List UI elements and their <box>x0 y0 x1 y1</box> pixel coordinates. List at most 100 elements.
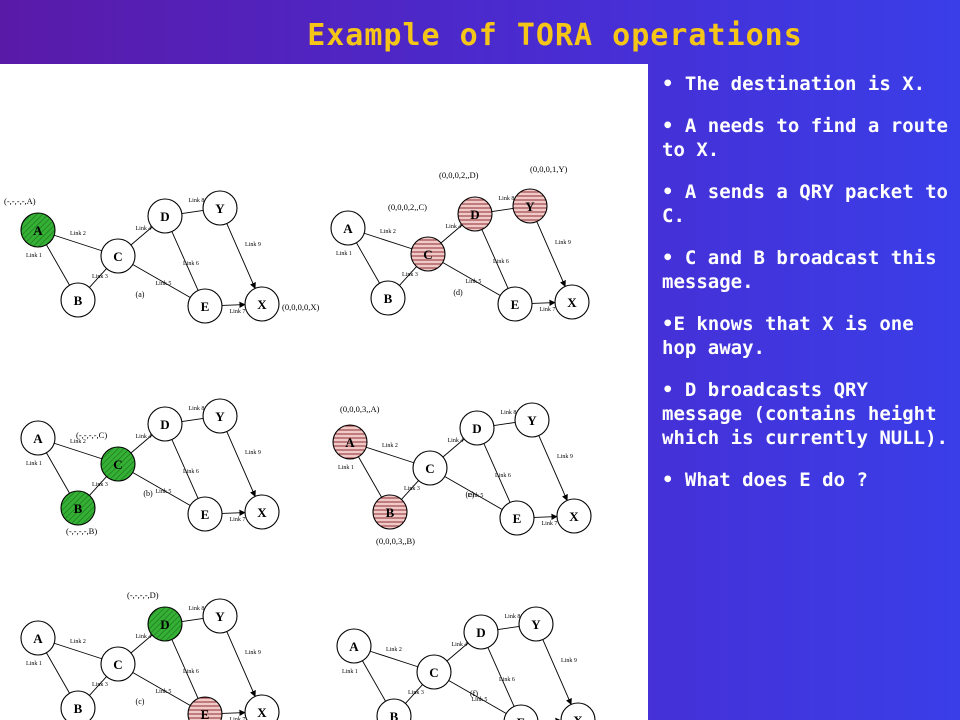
node-label: Y <box>531 617 541 632</box>
link-edge <box>171 639 199 699</box>
panel-label: (b) <box>143 489 153 498</box>
link-label: Link 2 <box>382 443 398 449</box>
slide-title: Example of TORA operations <box>307 18 803 53</box>
link-edge <box>493 422 516 426</box>
link-label: Link 3 <box>92 682 108 688</box>
link-label: Link 1 <box>338 465 354 471</box>
height-label: (-,-,-,-,D) <box>127 590 159 600</box>
link-label: Link 4 <box>448 438 464 444</box>
node-label: A <box>33 223 43 238</box>
link-label: Link 5 <box>466 279 482 285</box>
link-edge <box>171 439 199 499</box>
node-label: X <box>257 297 267 312</box>
link-edge <box>370 650 418 668</box>
link-label: Link 8 <box>189 198 205 204</box>
link-label: Link 8 <box>189 606 205 612</box>
node-label: Y <box>215 201 225 216</box>
link-label: Link 6 <box>183 261 199 267</box>
link-label: Link 7 <box>230 517 246 523</box>
link-edge <box>89 268 107 288</box>
node-label: D <box>160 209 169 224</box>
link-edge <box>221 709 246 716</box>
node-label: X <box>257 705 267 720</box>
link-edge <box>132 472 191 506</box>
link-edge <box>405 684 423 704</box>
link-label: Link 7 <box>540 307 556 313</box>
link-label: Link 4 <box>136 634 152 640</box>
node-label: E <box>513 511 522 526</box>
link-label: Link 5 <box>156 281 172 287</box>
link-edge <box>356 242 380 284</box>
node-C <box>416 654 452 690</box>
tora-figure: Link 1 Link 2 Link 3 Link 4 Link 5 Link 6 Link… <box>0 64 648 720</box>
node-C <box>100 238 136 274</box>
node-label: E <box>201 707 210 720</box>
link-edge <box>226 223 256 290</box>
node-label: B <box>74 293 83 308</box>
link-edge <box>226 431 256 498</box>
link-label: Link 6 <box>183 669 199 675</box>
node-A <box>330 210 366 246</box>
link-label: Link 5 <box>156 689 172 695</box>
node-C <box>410 236 446 272</box>
link-edge <box>533 513 558 520</box>
node-X <box>556 498 592 534</box>
node-label: B <box>74 701 83 716</box>
link-edge <box>46 652 70 694</box>
node-E <box>187 696 223 720</box>
panel-label: (f) <box>470 689 478 698</box>
link-label: Link 8 <box>499 196 515 202</box>
node-D <box>147 198 183 234</box>
node-A <box>20 212 56 248</box>
link-edge <box>497 626 520 630</box>
node-A <box>336 628 372 664</box>
node-X <box>244 286 280 322</box>
node-label: X <box>573 713 583 720</box>
node-label: A <box>33 631 43 646</box>
node-label: E <box>511 297 520 312</box>
link-label: Link 5 <box>472 697 488 703</box>
node-label: C <box>113 457 122 472</box>
height-label: (0,0,0,1,Y) <box>530 164 567 174</box>
node-A <box>332 424 368 460</box>
link-label: Link 4 <box>452 642 468 648</box>
link-label: Link 8 <box>189 406 205 412</box>
link-edge <box>132 264 191 298</box>
node-A <box>20 420 56 456</box>
link-label: Link 1 <box>336 251 352 257</box>
node-label: B <box>386 505 395 520</box>
panel-label: (e) <box>466 490 475 499</box>
height-label: (-,-,-,-,C) <box>76 430 107 440</box>
node-label: X <box>569 509 579 524</box>
link-label: Link 2 <box>70 231 86 237</box>
node-label: C <box>425 461 434 476</box>
node-label: D <box>160 417 169 432</box>
link-edge <box>442 262 501 296</box>
node-Y <box>202 398 238 434</box>
link-label: Link 6 <box>493 259 509 265</box>
node-X <box>244 494 280 530</box>
bullet-item: • The destination is X. <box>662 73 926 95</box>
node-label: D <box>470 207 479 222</box>
link-label: Link 6 <box>495 473 511 479</box>
link-edge <box>171 231 199 291</box>
link-edge <box>487 647 515 707</box>
node-label: Y <box>525 199 535 214</box>
height-label: (0,0,0,0,X) <box>282 302 319 312</box>
node-label: C <box>429 665 438 680</box>
node-B <box>60 282 96 318</box>
node-label: X <box>257 505 267 520</box>
node-label: E <box>201 507 210 522</box>
link-edge <box>181 618 204 622</box>
link-edge <box>364 232 412 250</box>
height-label: (0,0,0,3,,A) <box>340 404 380 414</box>
node-Y <box>518 606 554 642</box>
link-label: Link 3 <box>408 690 424 696</box>
node-D <box>459 410 495 446</box>
link-edge <box>448 680 507 714</box>
link-edge <box>440 224 463 244</box>
node-label: C <box>113 249 122 264</box>
